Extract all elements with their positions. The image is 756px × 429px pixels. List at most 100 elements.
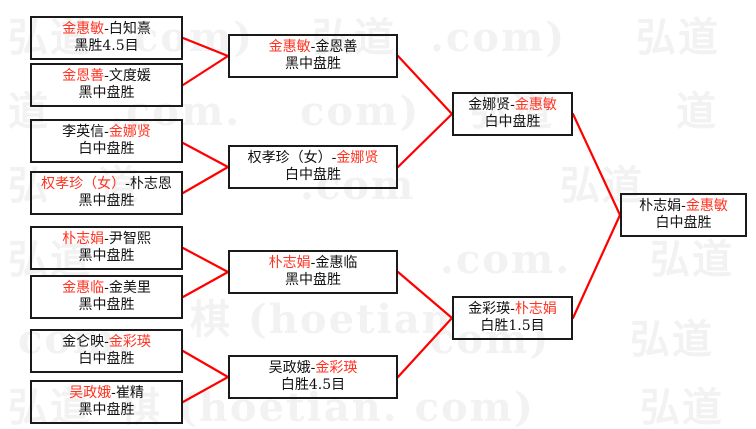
player-right: 金彩瑛 bbox=[108, 334, 151, 351]
player-right: 金美里 bbox=[108, 280, 151, 297]
connector-r1m2-r2m1 bbox=[181, 54, 230, 87]
match-result: 白中盘胜 bbox=[78, 351, 135, 367]
match-pairing: 权孝珍（女）-金娜贤 bbox=[248, 150, 379, 167]
player-right: 朴志娟 bbox=[514, 301, 557, 318]
vs-separator: - bbox=[510, 97, 515, 114]
vs-separator: - bbox=[104, 334, 109, 351]
watermark-text: 道 bbox=[676, 88, 718, 135]
connector-r2m2-r3m1 bbox=[396, 112, 454, 169]
player-right: 崔精 bbox=[115, 385, 144, 402]
vs-separator: - bbox=[104, 231, 109, 248]
player-right: 文度媛 bbox=[108, 68, 151, 85]
match-pairing: 吴政娥-金彩瑛 bbox=[269, 360, 358, 377]
connector-r2m3-r3m2 bbox=[396, 270, 454, 320]
player-right: 金惠临 bbox=[315, 255, 358, 272]
player-left: 金惠敏 bbox=[268, 39, 311, 56]
player-right: 金彩瑛 bbox=[315, 360, 358, 377]
match-box-r2m4[interactable]: 吴政娥-金彩瑛白胜4.5目 bbox=[228, 355, 398, 399]
match-pairing: 权孝珍（女）-朴志恩 bbox=[41, 176, 172, 193]
player-left: 金恩善 bbox=[62, 68, 105, 85]
match-pairing: 金惠敏-金恩善 bbox=[269, 39, 358, 56]
vs-separator: - bbox=[104, 68, 109, 85]
match-result: 白中盘胜 bbox=[285, 167, 341, 183]
match-result: 黑胜4.5目 bbox=[74, 38, 139, 54]
match-box-r3m1[interactable]: 金娜贤-金惠敏白中盘胜 bbox=[452, 92, 573, 136]
match-result: 黑中盘胜 bbox=[78, 85, 135, 101]
match-pairing: 金惠临-金美里 bbox=[62, 280, 151, 297]
watermark-text: .com) bbox=[430, 14, 567, 61]
match-result: 黑中盘胜 bbox=[78, 402, 135, 418]
watermark-text: com) bbox=[300, 88, 421, 135]
vs-separator: - bbox=[310, 360, 316, 377]
match-result: 黑中盘胜 bbox=[78, 193, 135, 209]
connector-r1m7-r2m4 bbox=[181, 349, 230, 379]
player-left: 金惠敏 bbox=[62, 21, 105, 38]
match-result: 白中盘胜 bbox=[78, 141, 135, 157]
match-result: 白中盘胜 bbox=[484, 114, 541, 130]
connector-r1m1-r2m1 bbox=[181, 36, 230, 58]
vs-separator: - bbox=[310, 39, 316, 56]
match-box-r2m2[interactable]: 权孝珍（女）-金娜贤白中盘胜 bbox=[228, 145, 398, 189]
player-left: 金娜贤 bbox=[468, 97, 511, 114]
match-pairing: 朴志娟-金惠敏 bbox=[639, 198, 728, 215]
match-result: 黑中盘胜 bbox=[285, 272, 341, 288]
connector-r3m2-r4m1 bbox=[571, 213, 622, 320]
match-box-r1m1[interactable]: 金惠敏-白知熹黑胜4.5目 bbox=[30, 16, 183, 60]
vs-separator: - bbox=[111, 385, 116, 402]
connector-r1m8-r2m4 bbox=[181, 375, 230, 404]
match-box-r1m6[interactable]: 金惠临-金美里黑中盘胜 bbox=[30, 275, 183, 319]
player-left: 朴志娟 bbox=[268, 255, 311, 272]
match-pairing: 金惠敏-白知熹 bbox=[62, 21, 151, 38]
player-right: 金惠敏 bbox=[514, 97, 557, 114]
connector-r2m1-r3m1 bbox=[396, 54, 454, 116]
watermark-text: 弘道 bbox=[630, 316, 714, 363]
player-right: 白知熹 bbox=[108, 21, 151, 38]
player-right: 金恩善 bbox=[315, 39, 358, 56]
player-left: 权孝珍（女） bbox=[41, 176, 126, 193]
match-pairing: 李英信-金娜贤 bbox=[62, 124, 151, 141]
match-box-r1m4[interactable]: 权孝珍（女）-朴志恩黑中盘胜 bbox=[30, 171, 183, 215]
match-box-r1m5[interactable]: 朴志娟-尹智熙黑中盘胜 bbox=[30, 226, 183, 270]
match-box-r2m1[interactable]: 金惠敏-金恩善黑中盘胜 bbox=[228, 34, 398, 78]
watermark-text: .com. bbox=[440, 236, 572, 283]
match-box-r3m2[interactable]: 金彩瑛-朴志娟白胜1.5目 bbox=[452, 296, 573, 340]
match-result: 黑中盘胜 bbox=[78, 248, 135, 264]
vs-separator: - bbox=[125, 176, 130, 193]
vs-separator: - bbox=[104, 280, 109, 297]
player-right: 金娜贤 bbox=[336, 150, 379, 167]
match-box-r1m8[interactable]: 吴政娥-崔精黑中盘胜 bbox=[30, 380, 183, 424]
connector-r1m5-r2m3 bbox=[181, 246, 230, 274]
vs-separator: - bbox=[104, 124, 109, 141]
player-left: 金仑映 bbox=[62, 334, 105, 351]
match-result: 白中盘胜 bbox=[655, 215, 712, 231]
match-box-r4m1[interactable]: 朴志娟-金惠敏白中盘胜 bbox=[620, 193, 747, 237]
player-right: 金娜贤 bbox=[108, 124, 151, 141]
match-pairing: 朴志娟-金惠临 bbox=[269, 255, 358, 272]
vs-separator: - bbox=[510, 301, 515, 318]
connector-r1m3-r2m2 bbox=[181, 141, 230, 169]
player-left: 吴政娥 bbox=[268, 360, 311, 377]
watermark-text: 棋 (hoetian bbox=[190, 296, 453, 343]
match-box-r1m2[interactable]: 金恩善-文度媛黑中盘胜 bbox=[30, 63, 183, 107]
player-left: 权孝珍（女） bbox=[247, 150, 332, 167]
match-pairing: 金娜贤-金惠敏 bbox=[468, 97, 557, 114]
watermark-text: 弘道 bbox=[640, 384, 724, 429]
player-left: 吴政娥 bbox=[69, 385, 112, 402]
match-box-r1m3[interactable]: 李英信-金娜贤白中盘胜 bbox=[30, 119, 183, 163]
player-right: 尹智熙 bbox=[108, 231, 151, 248]
watermark-text: 弘道 bbox=[650, 236, 734, 283]
vs-separator: - bbox=[104, 21, 109, 38]
vs-separator: - bbox=[331, 150, 337, 167]
match-result: 黑中盘胜 bbox=[285, 56, 341, 72]
match-pairing: 朴志娟-尹智熙 bbox=[62, 231, 151, 248]
vs-separator: - bbox=[681, 198, 686, 215]
connector-r3m1-r4m1 bbox=[571, 112, 622, 217]
match-pairing: 金恩善-文度媛 bbox=[62, 68, 151, 85]
match-box-r2m3[interactable]: 朴志娟-金惠临黑中盘胜 bbox=[228, 250, 398, 294]
match-pairing: 金仑映-金彩瑛 bbox=[62, 334, 151, 351]
match-box-r1m7[interactable]: 金仑映-金彩瑛白中盘胜 bbox=[30, 329, 183, 373]
match-result: 白胜1.5目 bbox=[480, 318, 545, 334]
vs-separator: - bbox=[310, 255, 316, 272]
connector-r2m4-r3m2 bbox=[396, 316, 454, 379]
